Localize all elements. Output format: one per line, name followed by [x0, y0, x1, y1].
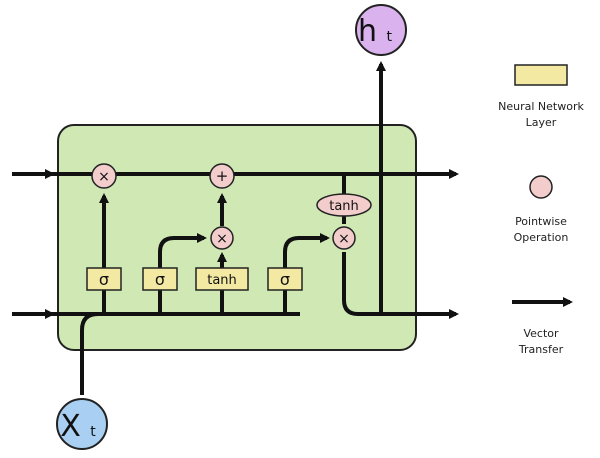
input-gate-arrow: [158, 233, 207, 268]
output-gate-layer: σ: [267, 267, 303, 291]
output-multiply-op: ×: [332, 226, 356, 250]
forget-multiply-op: ×: [91, 163, 117, 189]
legend-pointwise-swatch: [529, 175, 553, 199]
input-multiply-symbol: ×: [216, 231, 228, 247]
legend: Neural Network Layer Pointwise Operation…: [498, 64, 584, 356]
output-multiply-symbol: ×: [338, 231, 350, 247]
output-gate-label: σ: [280, 270, 290, 289]
forget-multiply-symbol: ×: [98, 169, 110, 185]
svg-text:X t: X t: [60, 409, 96, 444]
hidden-state-output-line: [342, 252, 459, 319]
xt-sub: t: [90, 424, 96, 440]
legend-pointwise-line1: Pointwise: [515, 215, 567, 228]
legend-pointwise-line2: Operation: [514, 231, 569, 244]
candidate-layer: tanh: [195, 267, 249, 291]
legend-vector-line1: Vector: [523, 327, 559, 340]
forget-gate-label: σ: [99, 270, 109, 289]
legend-layer-swatch: [514, 64, 568, 86]
input-gate-label: σ: [155, 270, 165, 289]
legend-layer-line1: Neural Network: [498, 100, 584, 113]
svg-text:h t: h t: [358, 14, 393, 49]
legend-vector-line2: Transfer: [518, 343, 564, 356]
xt-main: X: [60, 409, 81, 444]
forget-gate-layer: σ: [86, 267, 122, 291]
ht-output-node: h t: [355, 4, 407, 56]
input-xt-line: [80, 312, 99, 395]
lstm-cell-body: [57, 124, 417, 351]
ht-main: h: [358, 14, 377, 49]
output-gate-arrow: [283, 233, 330, 268]
ht-sub: t: [387, 29, 393, 45]
cell-tanh-op: tanh: [316, 193, 372, 217]
input-gate-layer: σ: [142, 267, 178, 291]
cell-add-symbol: +: [216, 167, 229, 185]
xt-input-node: X t: [56, 398, 108, 450]
candidate-layer-label: tanh: [207, 273, 237, 288]
legend-layer-line2: Layer: [526, 116, 557, 129]
input-multiply-op: ×: [210, 226, 234, 250]
cell-tanh-label: tanh: [329, 199, 359, 214]
cell-add-op: +: [209, 163, 235, 189]
